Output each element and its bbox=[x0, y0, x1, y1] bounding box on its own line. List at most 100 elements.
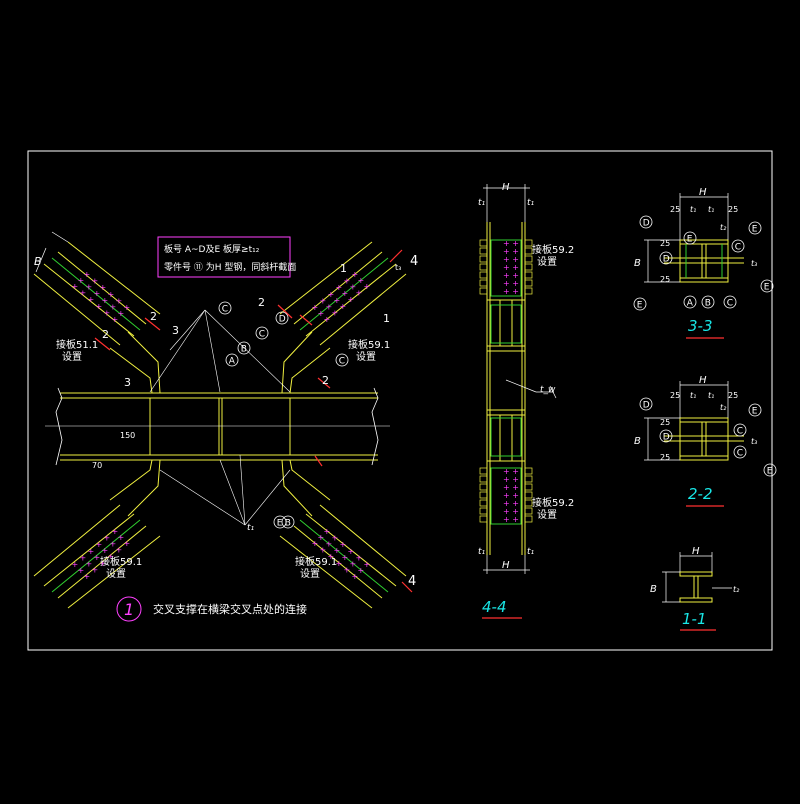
section-3-3-dims bbox=[644, 193, 729, 283]
section-3-3-title: 3-3 bbox=[688, 317, 713, 335]
callout-circle bbox=[633, 297, 647, 311]
bolt-mark: + bbox=[352, 572, 359, 581]
bolt-mark: + bbox=[336, 283, 343, 292]
bolt-head bbox=[524, 239, 533, 247]
bolt-head bbox=[524, 247, 533, 255]
splice-plate bbox=[490, 467, 522, 525]
splice-bottom: 接板59.2 bbox=[532, 496, 574, 509]
bolt-head bbox=[479, 239, 488, 247]
callout-letter: C bbox=[727, 299, 733, 309]
splice-label: 接板51.1 bbox=[56, 338, 98, 351]
horizontal-beam bbox=[45, 387, 390, 466]
dim-B: B bbox=[650, 584, 657, 595]
bolt-mark: + bbox=[86, 559, 93, 568]
dim-t1: t₁ bbox=[708, 391, 714, 400]
splice-sub: 设置 bbox=[106, 568, 126, 580]
bolt-head bbox=[524, 515, 533, 523]
callout-circle bbox=[723, 295, 737, 309]
title-number: 1 bbox=[124, 600, 134, 619]
splice-bottom-sub: 设置 bbox=[537, 509, 557, 521]
dim-t1: t₁ bbox=[690, 205, 696, 214]
dim-t3: t₃ bbox=[751, 437, 757, 446]
callout-circle bbox=[733, 423, 747, 437]
bolt-mark: + + bbox=[503, 255, 519, 264]
bolt-head bbox=[524, 475, 533, 483]
callout-letter: A bbox=[687, 299, 694, 309]
bolt-mark: + + bbox=[503, 475, 519, 484]
bolt-head bbox=[479, 247, 488, 255]
bolt-mark: + bbox=[104, 534, 111, 543]
gusset-plates bbox=[109, 331, 331, 517]
bolt-head bbox=[524, 279, 533, 287]
callout-circle bbox=[275, 311, 289, 325]
bolt-mark: + + bbox=[503, 507, 519, 516]
callout-letter: D bbox=[643, 401, 650, 411]
bolt-mark: + bbox=[352, 270, 359, 279]
callout-circle bbox=[237, 341, 251, 355]
callout-circle bbox=[683, 295, 697, 309]
section-mark: 2 bbox=[102, 328, 109, 341]
bolt-mark: + bbox=[100, 283, 107, 292]
bolt-mark: + bbox=[112, 527, 119, 536]
callout-letter: C bbox=[222, 305, 228, 315]
section-2-2-title: 2-2 bbox=[688, 485, 713, 503]
dim-25: 25 bbox=[660, 239, 670, 248]
bolt-mark: + bbox=[334, 296, 341, 305]
section-mark: 3 bbox=[172, 324, 179, 337]
bolt-head bbox=[479, 255, 488, 263]
bolt-mark: + bbox=[88, 547, 95, 556]
callout-letter: D bbox=[643, 219, 650, 229]
section-mark-numbers: 1 1 2 2 2 2 3 3 4 4 bbox=[102, 254, 418, 589]
main-title: 交叉支撑在横梁交叉点处的连接 bbox=[153, 602, 307, 616]
callout-letter: D bbox=[663, 255, 670, 265]
bolt-head bbox=[479, 287, 488, 295]
callout-circle bbox=[683, 231, 697, 245]
bolt-mark: + bbox=[72, 282, 79, 291]
callout-letter: B bbox=[285, 519, 291, 529]
dim-H: H bbox=[699, 375, 707, 386]
section-3-3-outline bbox=[664, 239, 744, 283]
bolt-mark: + bbox=[336, 559, 343, 568]
callout-circle bbox=[335, 353, 349, 367]
callout-circle bbox=[639, 215, 653, 229]
bolt-mark: + bbox=[78, 276, 85, 285]
bolt-mark: + bbox=[102, 546, 109, 555]
splice-label: 接板59.1 bbox=[100, 555, 142, 568]
bolt-mark: + bbox=[348, 295, 355, 304]
callout-circle bbox=[659, 429, 673, 443]
note-line-2: 零件号 ⑪ 为H 型钢，同斜杆截面 bbox=[164, 261, 296, 273]
bolt-mark: + bbox=[348, 547, 355, 556]
bolt-mark: + bbox=[94, 289, 101, 298]
callout-letter: C bbox=[737, 449, 743, 459]
bolt-mark: + bbox=[364, 560, 371, 569]
dim-t1-bottom-left: t₁ bbox=[478, 547, 486, 557]
bolt-mark: + bbox=[312, 539, 319, 548]
bolt-mark: + bbox=[334, 546, 341, 555]
bolt-head bbox=[524, 499, 533, 507]
dim-150: 150 bbox=[120, 431, 135, 440]
callout-letter: C bbox=[259, 330, 265, 340]
callout-circle bbox=[733, 445, 747, 459]
bolt-mark: + bbox=[112, 315, 119, 324]
bolt-mark: + bbox=[358, 566, 365, 575]
dim-25: 25 bbox=[728, 391, 738, 400]
callout-circle bbox=[218, 301, 232, 315]
bolt-mark: + bbox=[326, 302, 333, 311]
bolt-mark: + bbox=[92, 277, 99, 286]
bolt-mark: + bbox=[110, 302, 117, 311]
callout-circle bbox=[639, 397, 653, 411]
callout-letter: C bbox=[735, 243, 741, 253]
diagonal-braces bbox=[33, 241, 407, 609]
bolt-mark: + bbox=[96, 540, 103, 549]
callout-circle bbox=[701, 295, 715, 309]
dim-t2: t₂ bbox=[720, 403, 727, 412]
dim-t1-top-right: t₁ bbox=[527, 198, 535, 208]
splice-sub: 设置 bbox=[356, 351, 376, 363]
callout-circle bbox=[281, 515, 295, 529]
section-2-2-outline bbox=[664, 417, 744, 461]
bolt-mark: + + bbox=[503, 239, 519, 248]
section-mark: 4 bbox=[408, 574, 416, 589]
bolt-mark: + bbox=[108, 552, 115, 561]
bolt-head bbox=[479, 263, 488, 271]
brace-web-lines bbox=[51, 257, 389, 593]
